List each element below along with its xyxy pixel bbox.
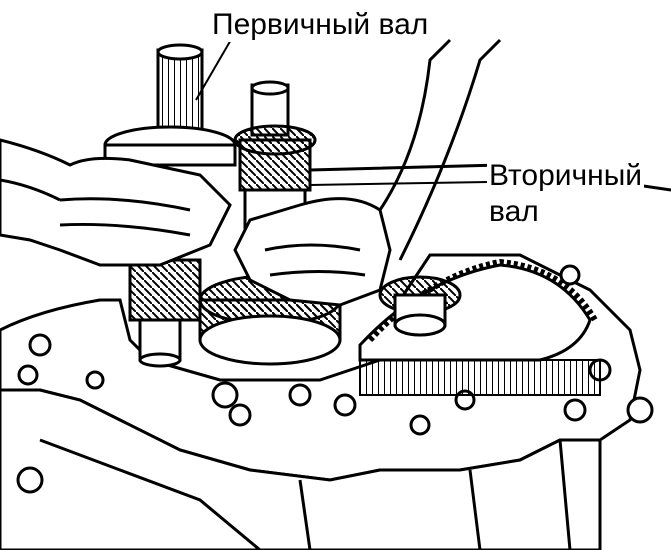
primary-shaft-label: Первичный вал — [210, 8, 431, 42]
differential-gear — [378, 275, 462, 337]
secondary-shaft-label: Вторичный вал — [487, 158, 645, 230]
secondary-shaft — [198, 80, 342, 366]
callout-leaders — [195, 37, 489, 186]
hands — [0, 38, 671, 307]
secondary-shaft-label-line2: вал — [489, 195, 539, 228]
primary-shaft — [103, 43, 237, 368]
secondary-shaft-label-line1: Вторичный — [489, 159, 643, 192]
